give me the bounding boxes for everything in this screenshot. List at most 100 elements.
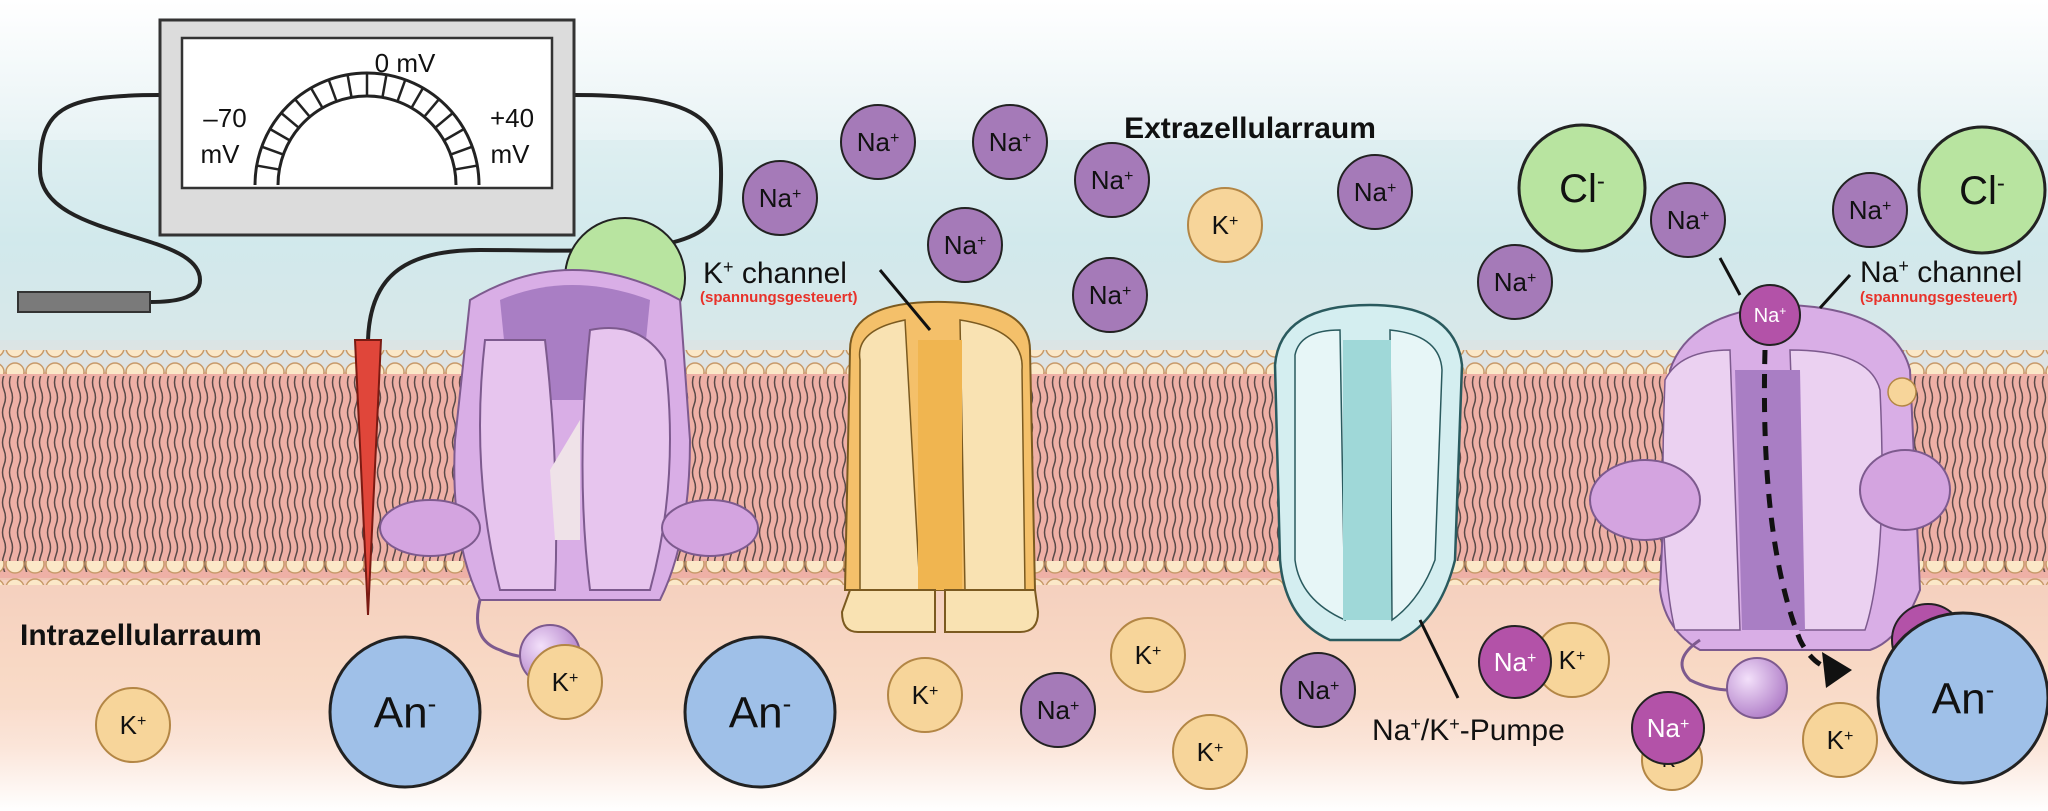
ion-symbol: An [729,688,783,737]
ion-charge: + [1152,643,1161,660]
na-ion-label: Na+ [1754,304,1787,327]
ion-symbol: Na [1091,165,1125,195]
scale-tick [346,74,353,98]
na-influx-arrow [1761,349,1841,673]
k-ion-label: K+ [1135,640,1162,670]
ion-symbol: An [1932,674,1986,723]
scale-tick [410,87,425,109]
scale-tick [269,127,291,142]
ion-charge: + [137,713,146,730]
na-ion-label: Na+ [1354,177,1397,207]
ion-symbol: Na [1297,675,1331,705]
na-ion-circle [1478,625,1552,699]
na-ion: Na+ [742,160,818,236]
ion-charge: + [792,186,801,203]
na-ion-circle [1020,672,1096,748]
an-ion-label: An- [729,688,792,737]
na-ion-label: Na+ [857,127,900,157]
an-ion-circle [1876,611,2048,785]
na-ion: Na+ [840,104,916,180]
na-ion-circle [840,104,916,180]
ion-symbol: Cl [1559,167,1597,211]
k-ion-circle [95,687,171,763]
an-ion-circle [683,635,837,789]
voltmeter: 0 mV –70 mV +40 mV [17,18,724,341]
ion-charge: + [1122,283,1131,300]
reference-electrode [17,291,151,313]
na-ion-label: Na+ [989,127,1032,157]
scale-tick [434,112,454,129]
ion-symbol: K [1559,645,1577,675]
ion-charge: + [1022,130,1031,147]
k-channel-label: K+ channel [703,257,847,290]
na-ion: Na+ [1832,172,1908,248]
an-ion: An- [683,635,837,789]
na-ion: Na+ [1280,652,1356,728]
k-ion-circle [527,644,603,720]
ion-symbol: Na [759,183,793,213]
scale-tick [327,79,338,102]
na-ion-label: Na+ [1091,165,1134,195]
na-channel-leader-right [1818,273,1852,310]
ion-symbol: K [1212,210,1230,240]
k-channel-note: (spannungsgesteuert) [700,289,858,306]
an-ion-label: An- [374,688,437,737]
scale-zero-label: 0 mV [375,48,436,78]
na-channel-note: (spannungsgesteuert) [1860,289,2018,306]
cl-ion-circle [1517,123,1647,253]
na-ion-label: Na+ [759,183,802,213]
scale-tick [280,112,300,129]
k-channel-leader [878,269,932,331]
k-ion: K+ [1802,702,1878,778]
ion-symbol: K [120,710,138,740]
na-k-pump-protein [1273,303,1464,642]
scale-tick [256,164,280,171]
na-ion-circle [1072,257,1148,333]
k-ion-circle [1172,714,1248,790]
ion-symbol: Na [1089,280,1123,310]
ion-symbol: Na [1647,713,1681,743]
k-ion-label: K+ [912,680,939,710]
ion-charge: + [1882,198,1891,215]
ion-charge: + [1527,650,1536,667]
k-ion-label: K+ [1559,645,1586,675]
na-channel-protein [1589,303,1951,719]
k-ion-circle [1802,702,1878,778]
k-ion-label: K+ [1212,210,1239,240]
scale-pos-unit: mV [491,139,531,169]
na-ion-circle [972,104,1048,180]
na-ion-label: Na+ [1494,647,1537,677]
ion-charge: - [1597,168,1605,195]
cl-ion: Cl- [1917,125,2047,255]
an-ion: An- [328,635,482,789]
na-ion-circle [1477,244,1553,320]
k-ion-circle [1110,617,1186,693]
na-ion-label: Na+ [1667,205,1710,235]
na-ion-circle [1337,154,1413,230]
ion-symbol: Na [1754,305,1780,327]
ion-charge: + [1124,168,1133,185]
na-ion: Na+ [1478,625,1552,699]
ion-charge: + [1844,728,1853,745]
ion-charge: + [1700,208,1709,225]
scale-tick [261,145,284,156]
scale-neg-unit: mV [201,139,241,169]
na-ion-circle [1631,691,1705,765]
ion-symbol: Na [857,127,891,157]
k-ion: K+ [1187,187,1263,263]
na-ion: Na+ [1337,154,1413,230]
ion-charge: - [1997,170,2005,197]
ion-charge: - [428,688,437,718]
scale-pos-value: +40 [490,103,534,133]
na-ion: Na+ [927,207,1003,283]
inactivation-ball-right [1726,657,1788,719]
k-ion: K+ [527,644,603,720]
ion-charge: - [783,688,792,718]
ion-symbol: K [912,680,930,710]
voltmeter-wire-left [37,93,203,304]
ion-symbol: Na [1037,695,1071,725]
ion-charge: + [977,233,986,250]
ion-symbol: Na [944,230,978,260]
na-ion-circle [742,160,818,236]
